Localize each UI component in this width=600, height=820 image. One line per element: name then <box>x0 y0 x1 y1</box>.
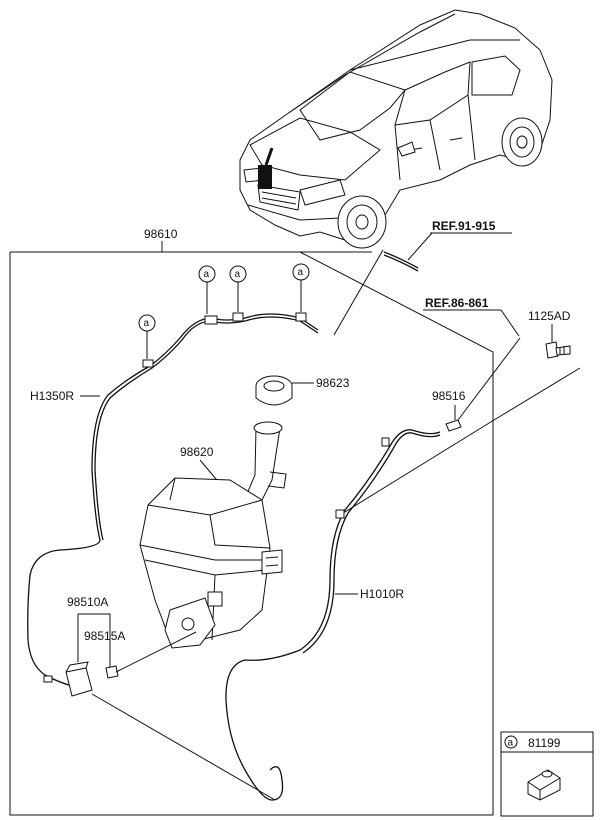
svg-text:a: a <box>144 318 150 329</box>
clip-part-icon <box>527 769 561 801</box>
clip-legend-code: 81199 <box>528 736 561 750</box>
washer-reservoir <box>139 421 287 649</box>
connector-icon <box>445 419 462 432</box>
svg-text:a: a <box>508 738 514 749</box>
assembly-border <box>9 251 494 816</box>
pump-leader-line <box>115 631 197 673</box>
svg-text:a: a <box>298 267 304 278</box>
bolt-leader-line <box>339 367 581 516</box>
reservoir-cap <box>255 375 293 406</box>
vehicle-leader-line <box>333 249 384 336</box>
connector-label: 98516 <box>432 389 466 403</box>
hose-left-label: H1350R <box>30 389 74 403</box>
cap-label: 98623 <box>316 376 350 390</box>
ref-86-861: REF.86-861 <box>425 296 489 310</box>
pump-bottom-leader <box>91 693 276 801</box>
reservoir-label: 98620 <box>180 445 214 459</box>
callout-a-icon: a a a a <box>138 263 310 359</box>
ref-91-915: REF.91-915 <box>432 219 496 233</box>
clip-legend: a 81199 <box>500 731 594 817</box>
bolt-label: 1125AD <box>528 309 571 323</box>
hose-h1010r <box>225 429 441 801</box>
vehicle-illustration <box>239 9 553 249</box>
assembly-label: 98610 <box>144 227 178 241</box>
pump-grommet <box>105 665 119 679</box>
pump-label: 98510A <box>67 595 108 609</box>
hose-right-label: H1010R <box>360 587 404 601</box>
washer-pump <box>65 661 93 697</box>
bolt-icon <box>545 341 571 359</box>
nozzle-line <box>457 337 521 421</box>
clip-icon <box>43 312 390 683</box>
svg-text:a: a <box>235 269 241 280</box>
svg-text:a: a <box>204 269 210 280</box>
grommet-label: 98515A <box>84 629 125 643</box>
